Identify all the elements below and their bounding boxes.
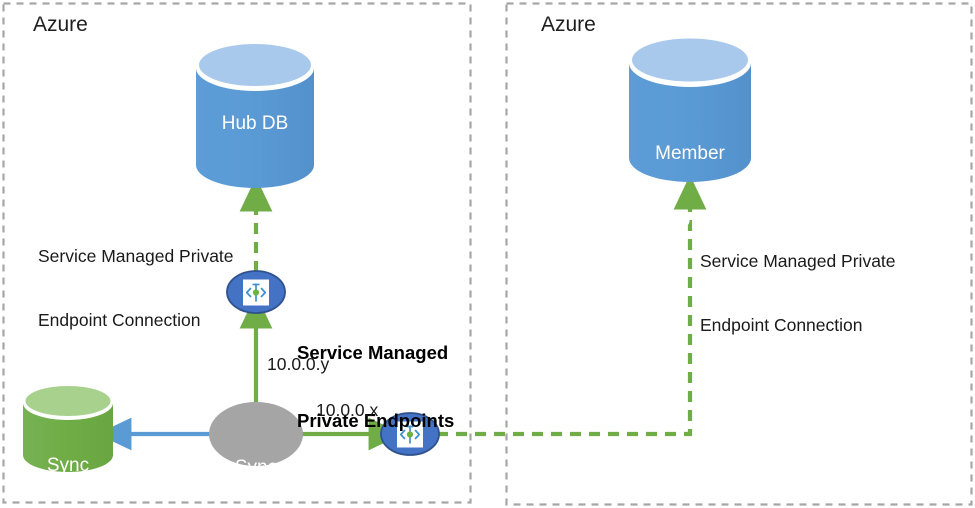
ip-label-hub: 10.0.0.y — [267, 354, 330, 374]
node-label-sync-db-line1: Sync — [46, 454, 90, 476]
node-label-member-db-line2: DB — [676, 210, 704, 232]
annotation-hub-connection-line2: Endpoint Connection — [38, 309, 201, 330]
annotation-member-connection-line1: Service Managed Private — [700, 250, 896, 271]
ip-label-member: 10.0.0.x — [316, 400, 379, 420]
node-label-sync-db: Sync DB — [23, 409, 113, 508]
zone-label-right: Azure — [541, 13, 596, 36]
smpe-line2: Private Endpoints — [297, 409, 455, 431]
node-label-sync-app: Sync App — [209, 411, 303, 508]
node-label-hub-db: Hub DB — [221, 113, 289, 134]
node-private-endpoint-hub[interactable] — [226, 270, 286, 314]
smpe-line1: Service Managed — [297, 342, 449, 364]
node-label-sync-app-line1: Sync — [234, 456, 278, 478]
node-label-member-db: Member DB — [629, 97, 751, 279]
annotation-member-connection-line2: Endpoint Connection — [700, 314, 863, 335]
private-endpoint-icon — [243, 279, 269, 306]
annotation-hub-connection: Service Managed Private Endpoint Connect… — [38, 203, 234, 374]
node-label-member-db-line1: Member — [655, 142, 725, 164]
annotation-hub-connection-line1: Service Managed Private — [38, 245, 234, 266]
annotation-member-connection: Service Managed Private Endpoint Connect… — [700, 208, 896, 379]
annotation-service-managed-private-endpoints: Service Managed Private Endpoints — [297, 297, 454, 478]
zone-label-left: Azure — [33, 13, 88, 36]
